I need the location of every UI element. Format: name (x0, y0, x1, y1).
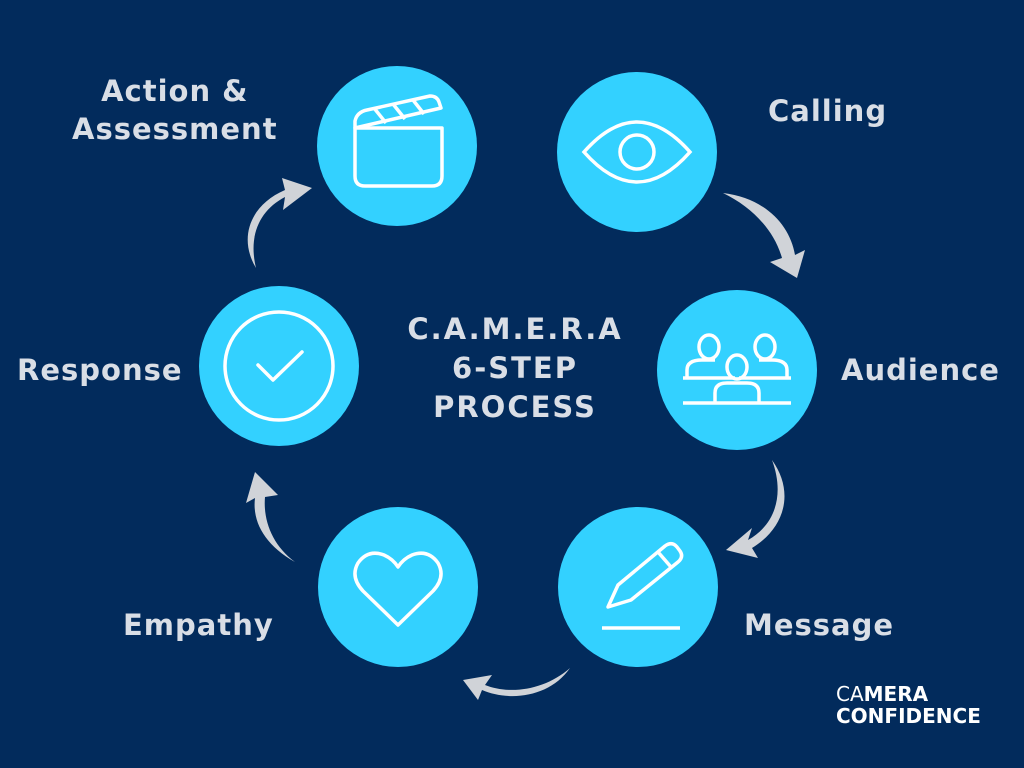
checkmark-icon (223, 310, 335, 422)
step-empathy-label: Empathy (123, 608, 274, 642)
arrow-message-to-empathy (463, 668, 570, 700)
step-calling-label: Calling (768, 94, 888, 128)
arrow-calling-to-audience (723, 193, 805, 278)
arrow-audience-to-message (726, 460, 785, 558)
step-audience-label: Audience (841, 353, 1000, 387)
eye-icon (581, 120, 693, 184)
step-empathy-circle (318, 507, 478, 667)
heart-icon (353, 551, 443, 627)
arrow-response-to-action (247, 178, 312, 268)
logo-bold-part: MERA (863, 682, 929, 706)
camera-confidence-logo: CAMERA CONFIDENCE (836, 683, 981, 727)
step-response-label: Response (17, 353, 183, 387)
logo-thin-part: CA (836, 682, 864, 706)
clapperboard-icon (353, 94, 444, 188)
step-action-assessment-circle (317, 66, 477, 226)
step-audience-circle (657, 290, 817, 450)
label-line-1: Action & (101, 74, 249, 108)
label-line-2: Assessment (72, 112, 278, 146)
logo-line-2: CONFIDENCE (836, 704, 981, 728)
step-message-circle (558, 507, 718, 667)
step-action-assessment-label: Action & Assessment (72, 72, 278, 148)
step-message-label: Message (744, 608, 895, 642)
title-line-2: 6-STEP (452, 351, 578, 385)
audience-icon (683, 333, 791, 405)
step-calling-circle (557, 72, 717, 232)
arrow-empathy-to-response (246, 472, 295, 562)
title-line-3: PROCESS (433, 390, 597, 424)
title-line-1: C.A.M.E.R.A (407, 312, 623, 346)
diagram-title: C.A.M.E.R.A 6-STEP PROCESS (395, 310, 635, 427)
step-response-circle (199, 286, 359, 446)
pencil-icon (602, 542, 684, 630)
